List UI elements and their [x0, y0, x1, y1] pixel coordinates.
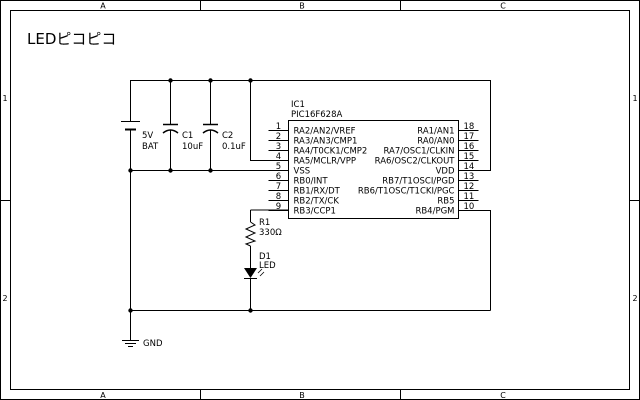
junction-dot — [208, 168, 213, 173]
ic-pin-name: RB5 — [437, 197, 454, 207]
schematic-title: LEDピコピコ — [27, 30, 116, 48]
ic-pin-number: 13 — [464, 172, 475, 182]
ic-pin-name: RA0/AN0 — [417, 137, 454, 147]
ic-pin-name: RB6/T1OSC/T1CKI/PGC — [358, 187, 455, 197]
ic-pin-number: 11 — [464, 192, 475, 202]
ic-pin-name: RA4/T0CK1/CMP2 — [294, 147, 368, 157]
d1-ref: D1 — [259, 252, 271, 262]
capacitor-c1: C1 10uF — [162, 123, 203, 152]
frame-col-b-bottom: B — [299, 391, 305, 400]
ic-pin-number: 2 — [276, 132, 281, 142]
junction-dot — [168, 168, 173, 173]
frame-col-c-bottom: C — [500, 391, 506, 400]
ic-pin-number: 15 — [464, 152, 475, 162]
ic-pin-number: 3 — [276, 142, 281, 152]
ic-pin-number: 1 — [276, 122, 281, 132]
frame-col-a-bottom: A — [100, 391, 106, 400]
ic-pin-number: 10 — [464, 202, 475, 212]
frame-row-1-right: 1 — [632, 94, 637, 103]
frame-col-a-top: A — [100, 2, 106, 11]
ic-pin-name: RA2/AN2/VREF — [294, 127, 356, 137]
ic-pin-name: RA7/OSC1/CLKIN — [383, 147, 454, 157]
junction-dot — [168, 78, 173, 83]
ic-pin-number: 18 — [464, 122, 475, 132]
junction-dot — [128, 308, 133, 313]
d1-value: LED — [259, 261, 276, 271]
ic-pin-number: 7 — [276, 182, 281, 192]
ic-pin-name: VSS — [294, 167, 311, 177]
battery-value: 5V — [142, 131, 153, 141]
ic-pin-name: RB3/CCP1 — [294, 207, 336, 217]
gnd-label: GND — [143, 339, 163, 349]
ic-pin-name: RA5/MCLR/VPP — [294, 157, 357, 167]
ic-ref: IC1 — [291, 100, 305, 110]
ic-part: PIC16F628A — [291, 110, 342, 120]
ic-pin-number: 17 — [464, 132, 475, 142]
ic-pin-name: RA6/OSC2/CLKOUT — [375, 157, 456, 167]
ic-pin-name: RB7/T1OSCI/PGD — [382, 177, 455, 187]
c1-value: 10uF — [182, 142, 203, 152]
ic-pin-number: 9 — [276, 202, 281, 212]
battery-symbol: 5V BAT — [121, 121, 159, 152]
frame-col-b-top: B — [299, 2, 305, 11]
junction-dot — [248, 308, 253, 313]
frame-row-2-right: 2 — [632, 294, 637, 303]
ic-pin-name: RB2/TX/CK — [294, 197, 340, 207]
junctions — [128, 78, 253, 313]
ic-pin-number: 6 — [276, 172, 281, 182]
ic-pin-name: RB1/RX/DT — [294, 187, 341, 197]
ic-pin-name: RA1/AN1 — [417, 127, 454, 137]
frame-row-2-left: 2 — [2, 294, 7, 303]
ic-pin-name: VDD — [436, 167, 455, 177]
junction-dot — [248, 78, 253, 83]
frame-row-1-left: 1 — [2, 94, 7, 103]
ic-pin-number: 4 — [276, 152, 281, 162]
ground-symbol: GND — [122, 339, 163, 349]
ic-pin-name: RB4/PGM — [415, 207, 454, 217]
resistor-r1: R1 330Ω — [244, 218, 282, 247]
r1-value: 330Ω — [259, 228, 282, 238]
junction-dot — [208, 78, 213, 83]
ic-pin-number: 14 — [464, 162, 475, 172]
ic-pin-number: 8 — [276, 192, 281, 202]
battery-name: BAT — [142, 142, 159, 152]
frame-col-c-top: C — [500, 2, 506, 11]
junction-dot — [128, 168, 133, 173]
ic-pin-number: 5 — [276, 162, 281, 172]
ic-pin-number: 12 — [464, 182, 475, 192]
c2-value: 0.1uF — [222, 142, 246, 152]
capacitor-c2: C2 0.1uF — [202, 123, 246, 152]
c2-ref: C2 — [222, 131, 233, 141]
led-d1: D1 LED — [244, 252, 276, 279]
c1-ref: C1 — [182, 131, 193, 141]
ic-pin-number: 16 — [464, 142, 475, 152]
r1-ref: R1 — [259, 218, 270, 228]
ic-pin-name: RA3/AN3/CMP1 — [294, 137, 358, 147]
ic-pin-name: RB0/INT — [294, 177, 329, 187]
